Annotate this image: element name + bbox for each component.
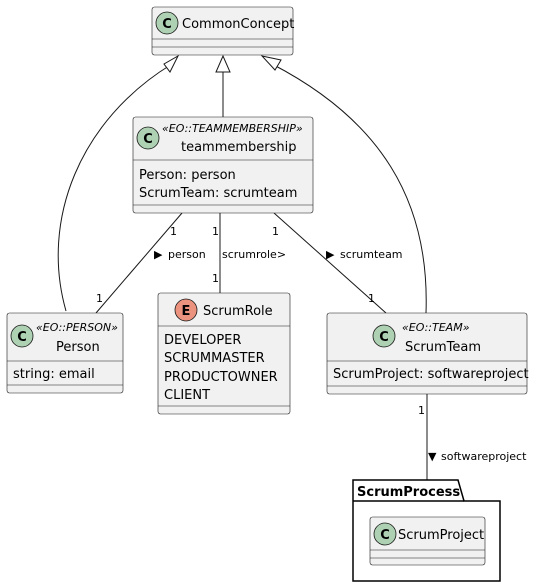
mult-scrumteam-source: 1 bbox=[272, 225, 279, 238]
inheritance-edge-scrumteam bbox=[271, 63, 427, 314]
enum-value: SCRUMMASTER bbox=[164, 351, 265, 366]
mult-scrumrole-target: 1 bbox=[212, 272, 219, 285]
class-c-icon-letter: C bbox=[162, 17, 172, 32]
class-c-icon bbox=[136, 126, 160, 150]
enum-value: PRODUCTOWNER bbox=[164, 370, 278, 385]
attribute: Person: person bbox=[139, 168, 236, 183]
assoc-arrow-person: ▶ bbox=[154, 248, 163, 261]
attribute: string: email bbox=[13, 367, 95, 382]
mult-softwareproject-source: 1 bbox=[418, 404, 425, 417]
inheritance-arrowhead-person bbox=[163, 54, 180, 73]
inheritance-arrowhead-teammembership bbox=[215, 54, 231, 73]
class-name: Person bbox=[56, 340, 100, 355]
class-name: teammembership bbox=[181, 140, 297, 155]
mult-person-source: 1 bbox=[170, 225, 177, 238]
class-name: CommonConcept bbox=[182, 17, 294, 32]
class-c-icon bbox=[10, 324, 34, 348]
class-c-icon bbox=[372, 324, 396, 348]
class-name: ScrumTeam bbox=[405, 340, 481, 355]
class-person[interactable]: C «EO::PERSON» Person string: email bbox=[6, 312, 124, 394]
class-name: ScrumProject bbox=[398, 528, 484, 543]
class-scrumproject[interactable]: C ScrumProject bbox=[369, 516, 486, 566]
mult-scrumteam-target: 1 bbox=[368, 292, 375, 305]
class-c-icon bbox=[155, 11, 179, 35]
enum-scrumrole[interactable]: E ScrumRole DEVELOPER SCRUMMASTER PRODUC… bbox=[157, 292, 291, 415]
assoc-arrow-scrumteam: ▶ bbox=[326, 248, 335, 261]
attribute: ScrumTeam: scrumteam bbox=[139, 186, 297, 201]
class-stereotype: «EO::PERSON» bbox=[36, 321, 118, 334]
attribute: ScrumProject: softwareproject bbox=[333, 367, 529, 382]
class-commonconcept[interactable]: C CommonConcept bbox=[151, 6, 294, 56]
enum-e-icon bbox=[174, 298, 198, 322]
enum-value: CLIENT bbox=[164, 388, 210, 403]
class-c-icon bbox=[373, 522, 397, 546]
class-scrumteam[interactable]: C «EO::TEAM» ScrumTeam ScrumProject: sof… bbox=[326, 312, 529, 395]
class-stereotype: «EO::TEAMMEMBERSHIP» bbox=[162, 122, 303, 135]
assoc-label-person: person bbox=[168, 248, 206, 261]
enum-e-icon-letter: E bbox=[182, 304, 191, 319]
mult-person-target: 1 bbox=[96, 292, 103, 305]
assoc-label-softwareproject: softwareproject bbox=[441, 450, 527, 463]
package-name: ScrumProcess bbox=[357, 485, 460, 500]
mult-scrumrole-source: 1 bbox=[212, 225, 219, 238]
assoc-label-scrumteam: scrumteam bbox=[340, 248, 403, 261]
enum-value: DEVELOPER bbox=[164, 333, 241, 348]
inheritance-arrowhead-scrumteam bbox=[260, 55, 282, 71]
class-c-icon-letter: C bbox=[379, 330, 389, 345]
association-edge-scrumteam bbox=[273, 212, 387, 314]
association-edge-person bbox=[95, 212, 183, 314]
class-stereotype: «EO::TEAM» bbox=[402, 321, 470, 334]
class-c-icon-letter: C bbox=[380, 528, 390, 543]
class-teammembership[interactable]: C «EO::TEAMMEMBERSHIP» teammembership Pe… bbox=[132, 116, 314, 214]
assoc-label-scrumrole: scrumrole> bbox=[222, 248, 286, 261]
enum-name: ScrumRole bbox=[203, 304, 273, 319]
assoc-arrow-softwareproject: ▼ bbox=[428, 450, 437, 463]
inheritance-edge-person bbox=[57, 63, 173, 312]
class-c-icon-letter: C bbox=[17, 330, 27, 345]
class-c-icon-letter: C bbox=[143, 132, 153, 147]
